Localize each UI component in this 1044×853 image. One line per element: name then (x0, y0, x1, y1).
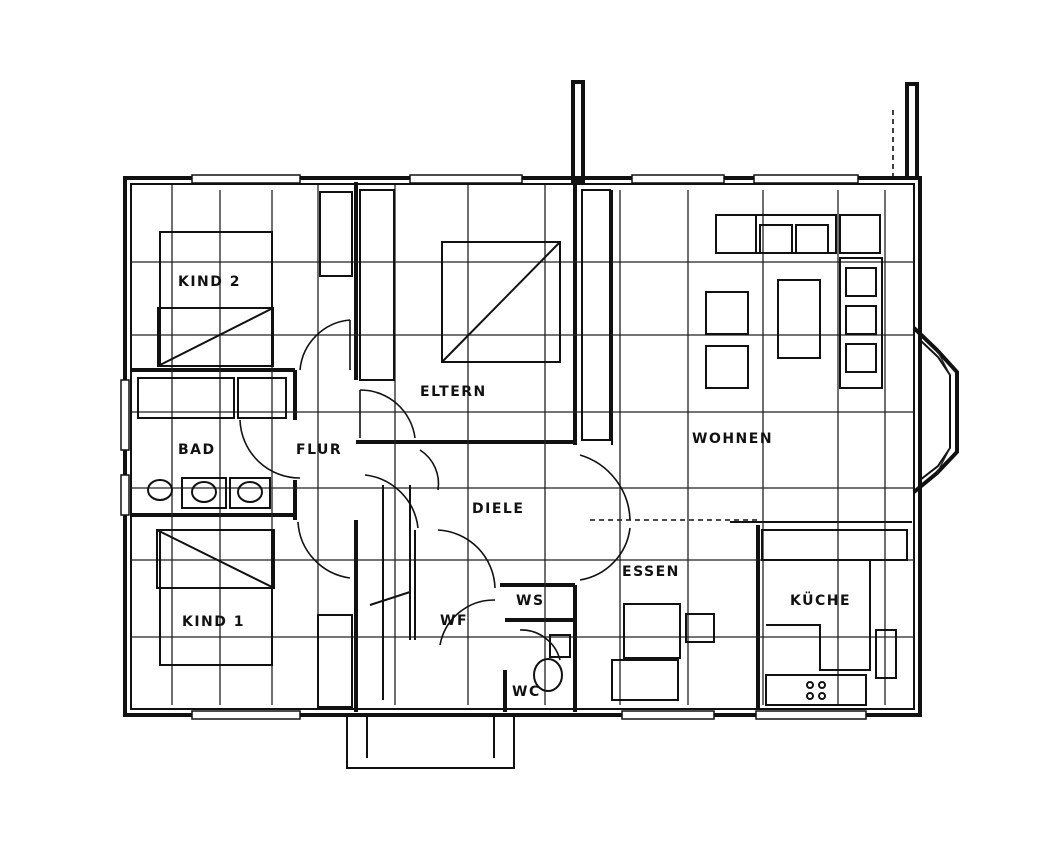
room-label-wohnen: WOHNEN (692, 431, 773, 447)
room-label-bad: BAD (178, 442, 216, 458)
room-label-wc: WC (512, 684, 541, 700)
room-label-kind1: KIND 1 (182, 614, 245, 630)
room-label-kind2: KIND 2 (178, 274, 241, 290)
room-label-diele: DIELE (472, 501, 524, 517)
doors (239, 319, 631, 661)
room-label-flur: FLUR (296, 442, 342, 458)
room-label-eltern: ELTERN (420, 384, 487, 400)
room-label-wf: WF (440, 613, 468, 629)
room-label-kueche: KÜCHE (790, 591, 851, 609)
interior-walls (131, 182, 912, 712)
room-label-ws: WS (516, 593, 545, 609)
room-label-essen: ESSEN (622, 564, 680, 580)
bay-window (912, 326, 959, 494)
grid-lines (131, 185, 914, 705)
room-labels: KIND 2 ELTERN BAD FLUR WOHNEN DIELE KIND… (178, 274, 851, 700)
furniture (137, 189, 908, 708)
windows (120, 174, 867, 720)
